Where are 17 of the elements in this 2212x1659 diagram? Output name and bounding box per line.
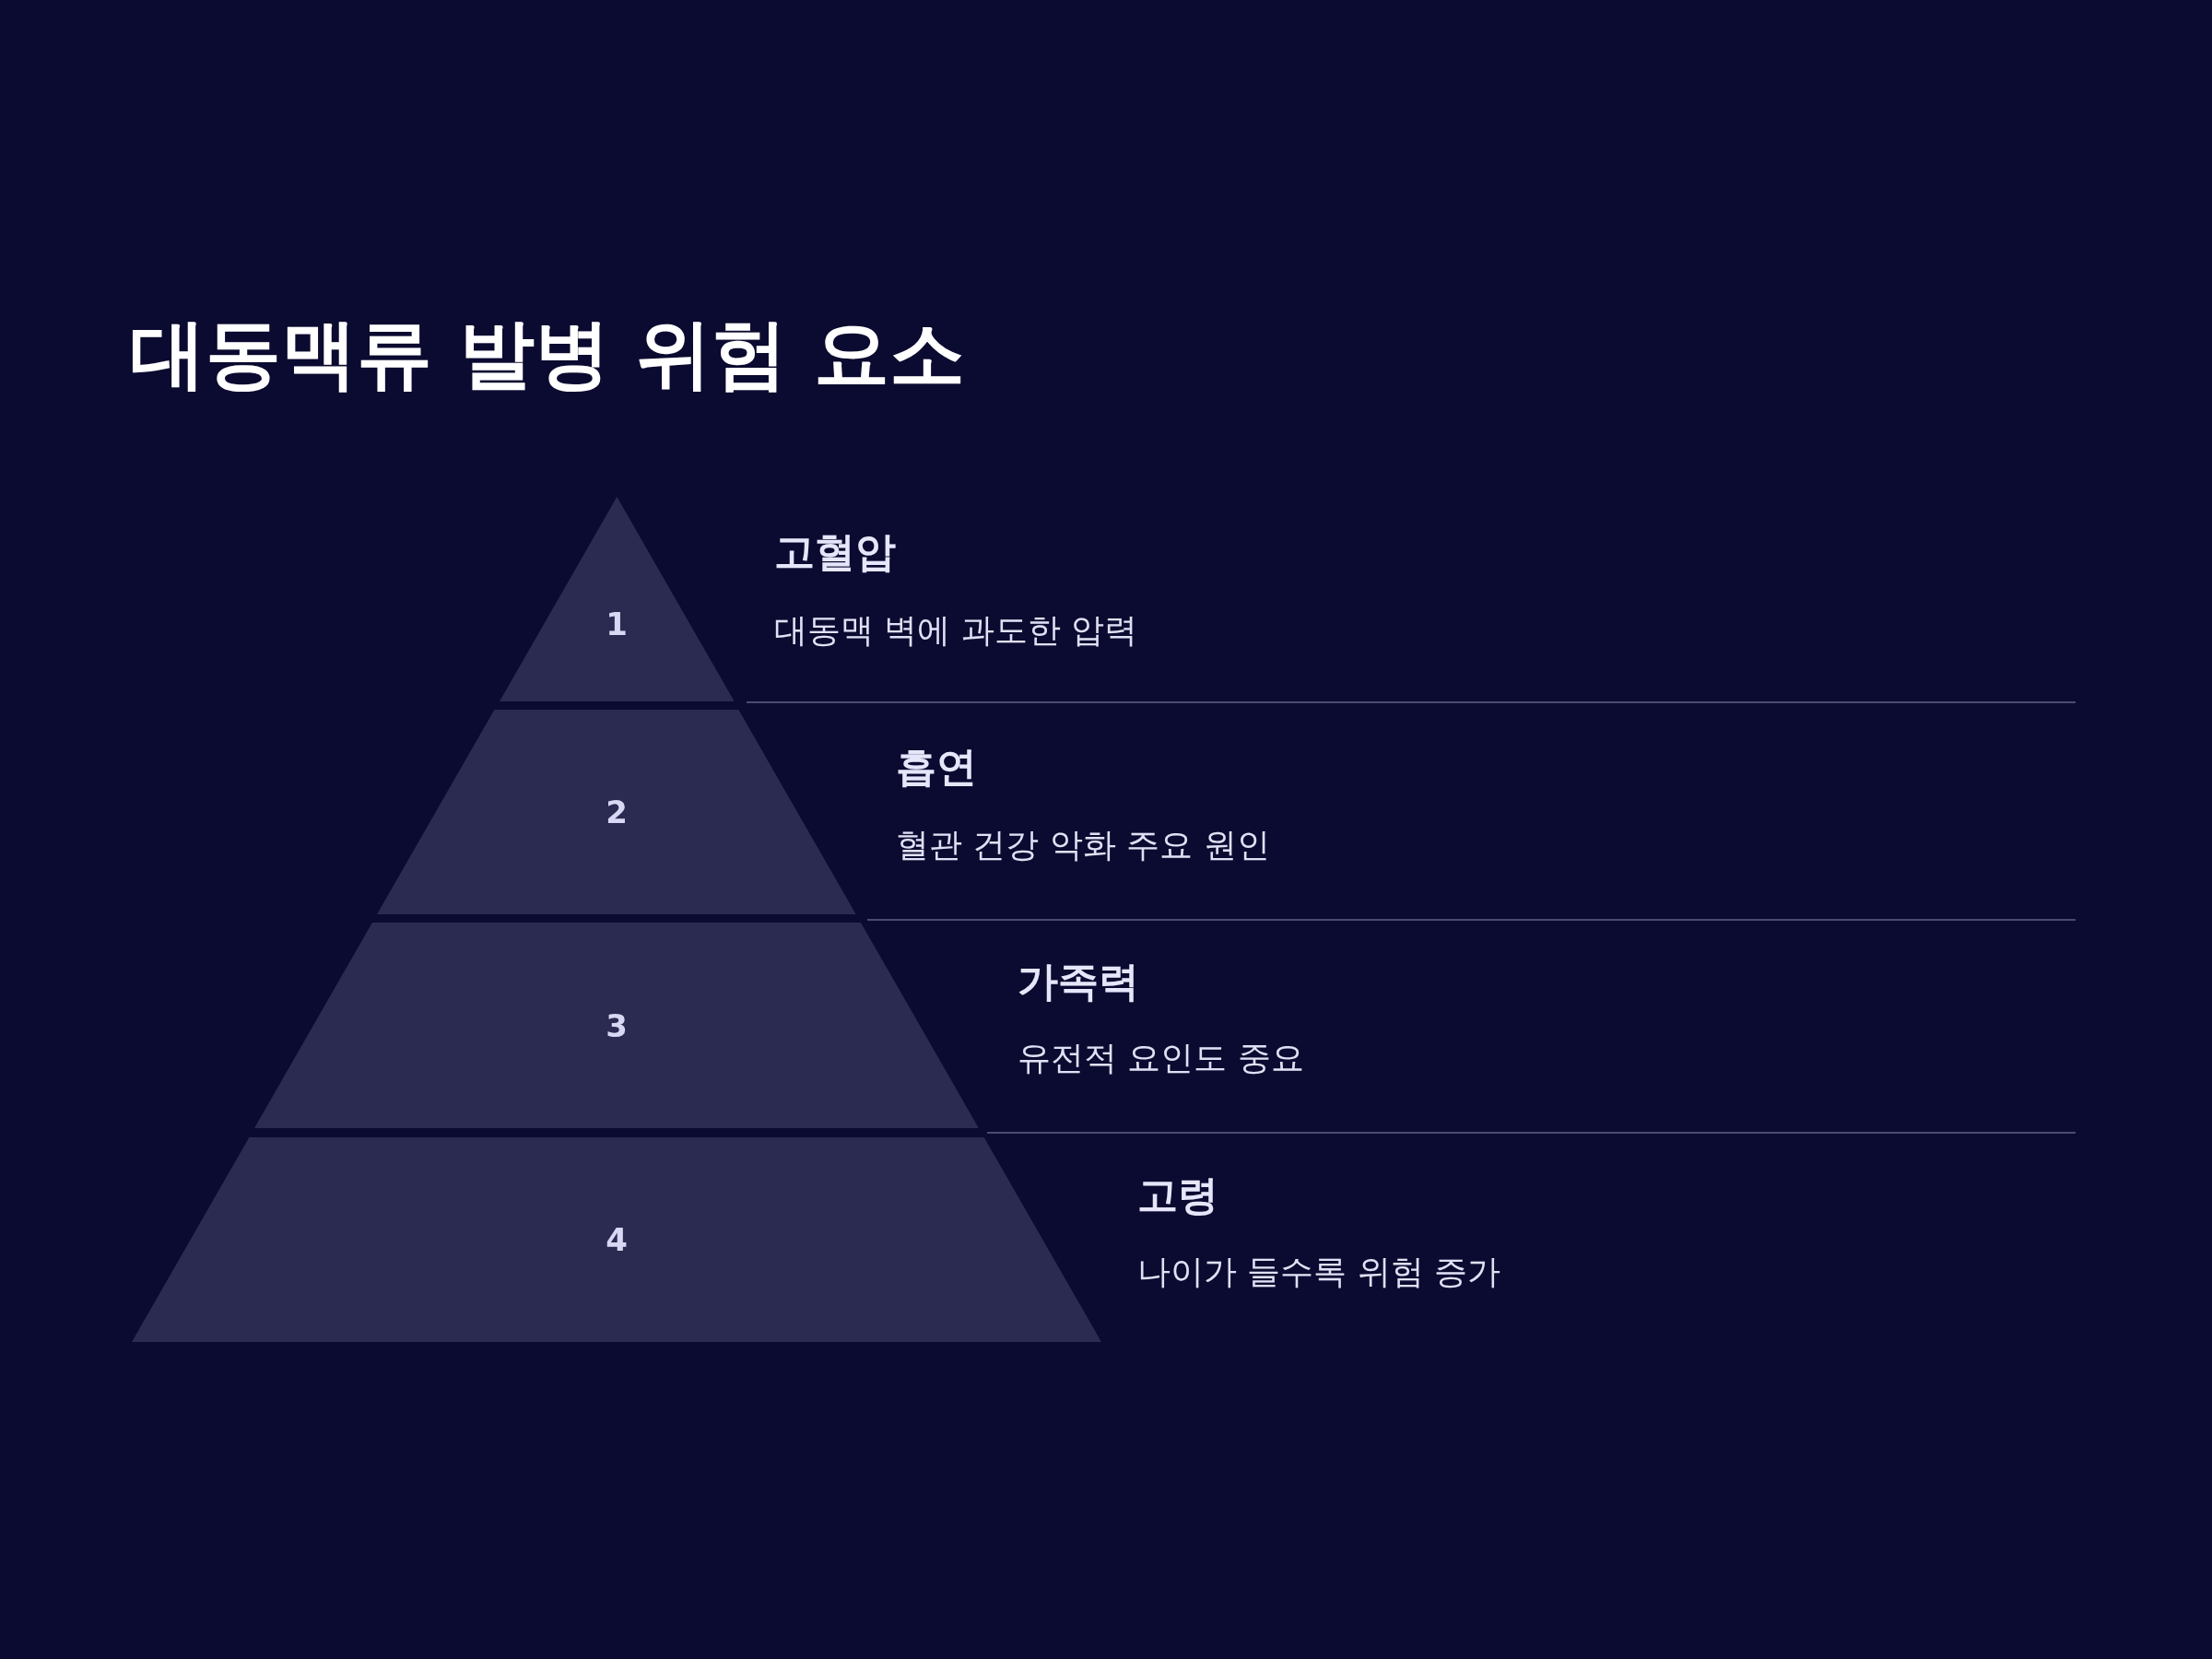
title: 대동맥류 발병 위험 요소 (130, 309, 965, 399)
tier-heading: 고령 (1137, 1171, 1218, 1220)
tier-description: 나이가 들수록 위험 증가 (1137, 1252, 1501, 1292)
tier-number: 2 (606, 794, 628, 830)
tier-heading: 가족력 (1018, 957, 1139, 1006)
tier-description: 유전적 요인도 중요 (1018, 1038, 1304, 1078)
tier-number: 4 (606, 1221, 628, 1258)
pyramid-tier (377, 710, 856, 914)
pyramid-tier (132, 1137, 1101, 1342)
pyramid-top-triangle (499, 497, 735, 701)
tier-heading: 흡연 (896, 742, 977, 792)
pyramid-tier (254, 923, 979, 1128)
tier-number: 3 (606, 1006, 628, 1044)
tier-number: 1 (606, 605, 628, 642)
tier-description: 대동맥 벽에 과도한 압력 (774, 610, 1138, 651)
tier-description: 혈관 건강 악화 주요 원인 (896, 825, 1270, 865)
tier-heading: 고혈압 (774, 527, 896, 577)
